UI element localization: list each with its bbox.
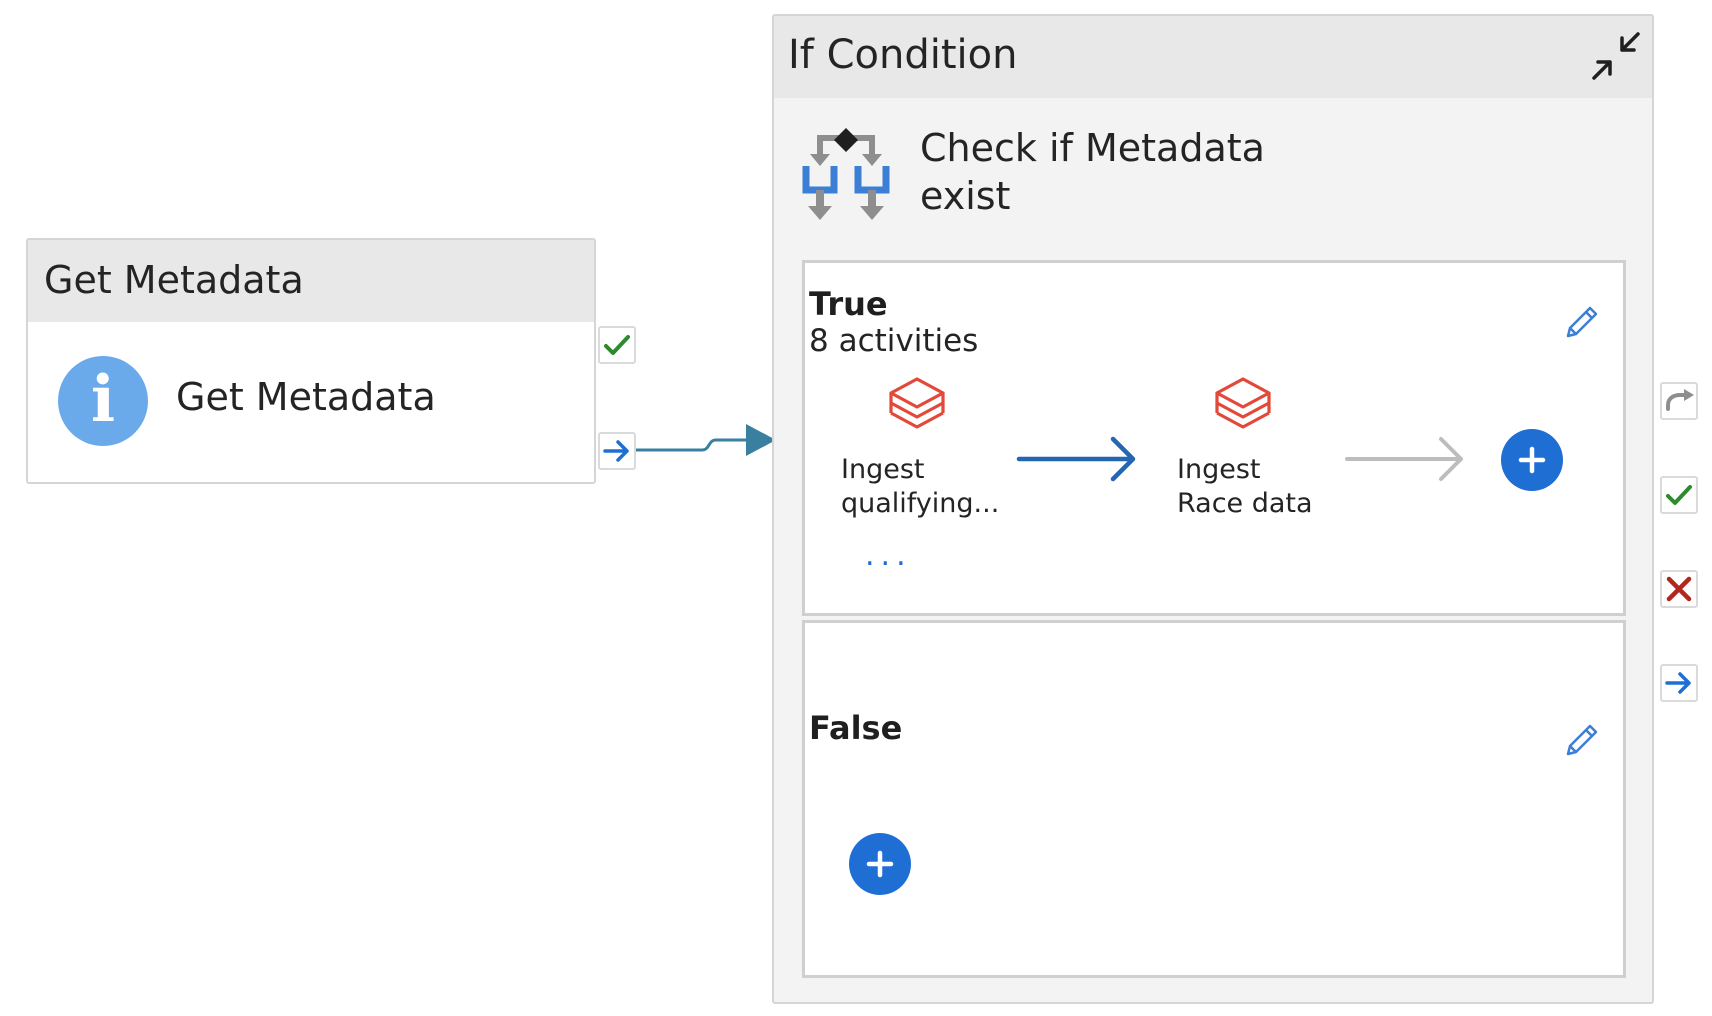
collapse-button[interactable] (1588, 28, 1644, 84)
false-branch[interactable]: False (802, 620, 1626, 978)
activity-name-line1: Check if Metadata (920, 126, 1265, 170)
collapse-arrows-icon (1592, 32, 1640, 80)
info-icon-glyph: i (90, 362, 116, 437)
success-port[interactable] (1660, 476, 1698, 514)
success-port[interactable] (598, 326, 636, 364)
true-branch[interactable]: True 8 activities Ingest qualifying... (802, 260, 1626, 616)
failure-x-icon (1666, 576, 1692, 602)
true-edit-button[interactable] (1559, 299, 1605, 345)
skip-redo-icon (1666, 389, 1694, 411)
pending-arrow (1345, 437, 1463, 481)
completion-arrow-icon (603, 440, 629, 462)
activity-ingest-qualifying[interactable]: Ingest qualifying... (835, 375, 1005, 525)
dependency-connector[interactable] (630, 415, 780, 465)
if-condition-container[interactable]: If Condition Check if Metadata exist Tru… (772, 14, 1654, 1004)
if-condition-header: If Condition (774, 16, 1652, 98)
activity-label-line2: qualifying... (841, 488, 1000, 519)
completion-arrow-icon (1665, 672, 1691, 694)
get-metadata-header-title: Get Metadata (44, 258, 304, 302)
completion-port[interactable] (1660, 664, 1698, 702)
plus-icon (866, 850, 894, 878)
activity-label: Ingest qualifying... (841, 453, 999, 521)
true-add-activity-button[interactable] (1501, 429, 1563, 491)
more-activities[interactable]: ... (865, 538, 912, 573)
false-edit-button[interactable] (1559, 717, 1605, 763)
get-metadata-activity[interactable]: Get Metadata i Get Metadata (26, 238, 596, 484)
success-check-icon (1666, 485, 1692, 505)
false-branch-title: False (809, 709, 903, 747)
get-metadata-header: Get Metadata (28, 240, 594, 322)
databricks-icon (1215, 377, 1271, 429)
get-metadata-activity-name: Get Metadata (176, 375, 436, 419)
skip-port[interactable] (1660, 382, 1698, 420)
false-add-activity-button[interactable] (849, 833, 911, 895)
databricks-icon (889, 377, 945, 429)
completion-port[interactable] (598, 432, 636, 470)
activity-name-line2: exist (920, 174, 1011, 218)
failure-port[interactable] (1660, 570, 1698, 608)
success-check-icon (604, 335, 630, 355)
activity-label: Ingest Race data (1177, 453, 1313, 521)
activity-success-arrow (1016, 436, 1136, 482)
plus-icon (1518, 446, 1546, 474)
if-condition-activity-name: Check if Metadata exist (920, 124, 1265, 220)
pencil-icon (1566, 306, 1598, 338)
true-branch-title: True (809, 285, 888, 323)
info-icon: i (58, 356, 148, 446)
activity-label-line1: Ingest (841, 454, 925, 485)
activity-label-line1: Ingest (1177, 454, 1261, 485)
if-condition-header-title: If Condition (788, 32, 1018, 78)
if-condition-icon (802, 128, 890, 220)
activity-label-line2: Race data (1177, 488, 1313, 519)
activity-ingest-race-data[interactable]: Ingest Race data (1169, 375, 1339, 525)
true-branch-subtitle: 8 activities (809, 323, 979, 359)
pencil-icon (1566, 724, 1598, 756)
